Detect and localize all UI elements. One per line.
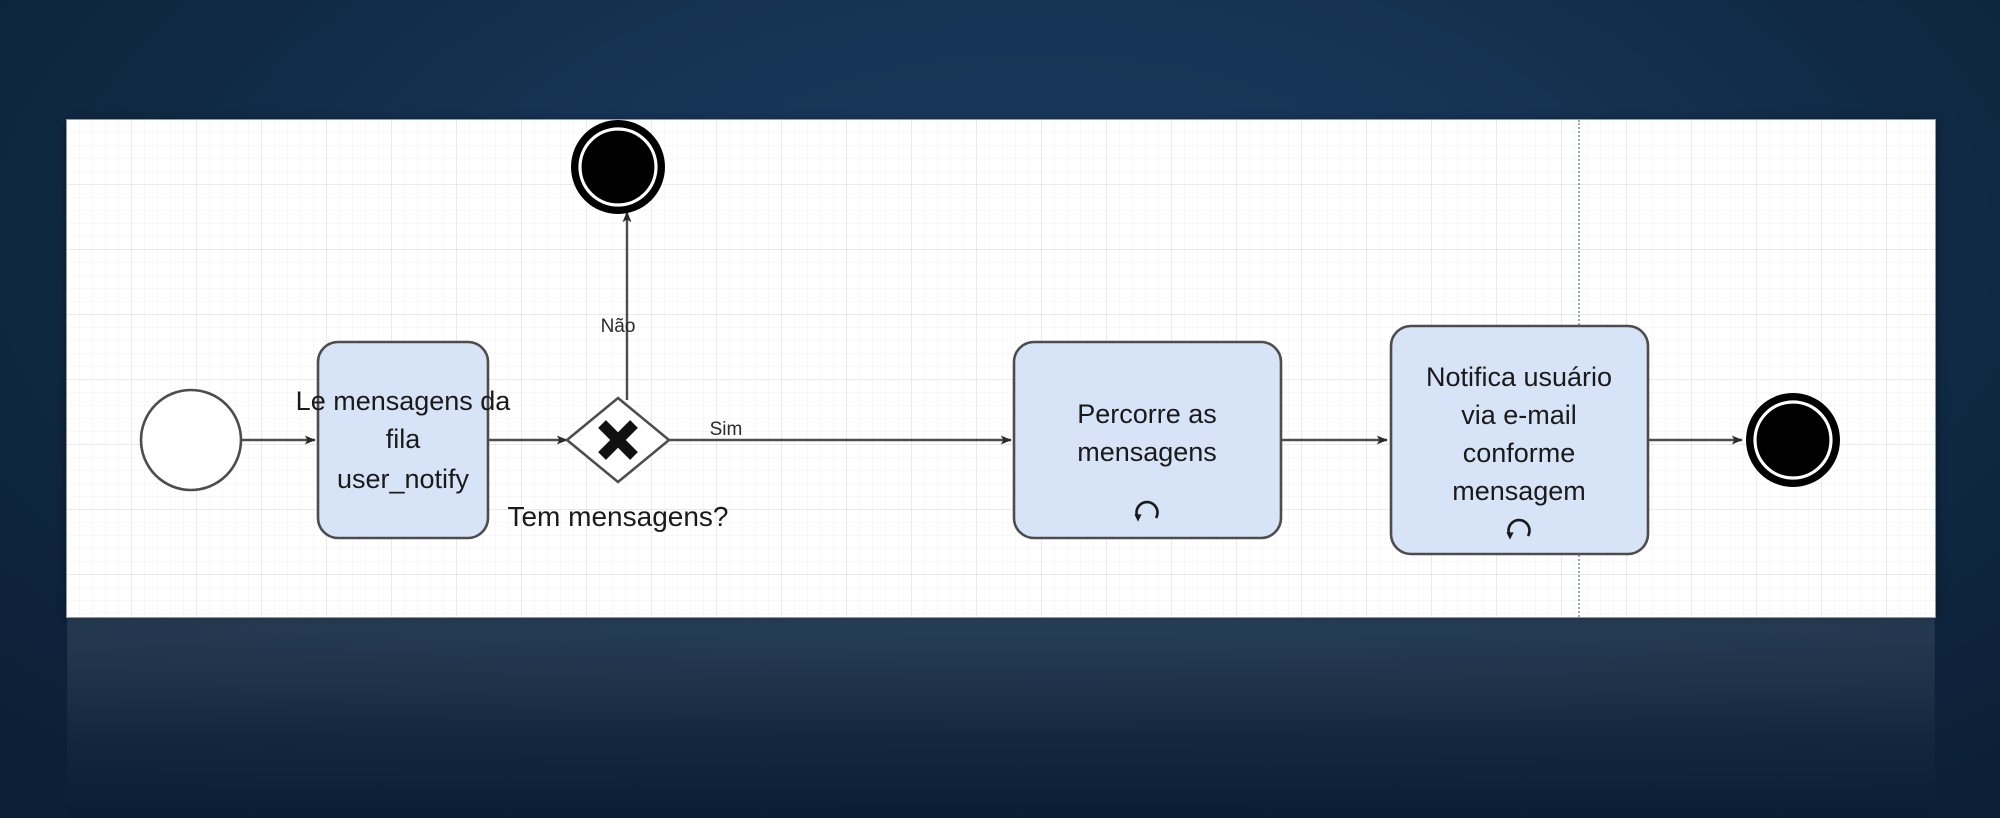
end-event-no-branch[interactable] — [571, 120, 665, 214]
edge-label-sim: Sim — [710, 419, 743, 440]
canvas-reflection: Le mensagens da fila user_notify Tem men… — [67, 618, 1935, 818]
bpmn-diagram: Le mensagens da fila user_notify Tem men… — [139, 120, 1840, 556]
diagram-canvas-container: Le mensagens da fila user_notify Tem men… — [67, 120, 1935, 617]
task-notify-user-line2: via e-mail — [1461, 400, 1577, 430]
loop-marker-icon — [1506, 518, 1531, 540]
task-notify-user[interactable]: Notifica usuário via e-mail conforme men… — [1389, 324, 1650, 556]
task-iterate-messages-line2: mensagens — [1077, 437, 1217, 467]
start-event[interactable] — [139, 388, 243, 492]
sequence-flows — [240, 211, 1743, 445]
gateway-label: Tem mensagens? — [507, 501, 728, 532]
loop-marker-icon — [1134, 500, 1159, 522]
task-read-queue[interactable]: Le mensagens da fila user_notify — [296, 340, 512, 540]
reflection-diagram: Le mensagens da fila user_notify Tem men… — [67, 618, 1935, 818]
reflection-tint-overlay — [67, 618, 1935, 818]
task-notify-user-line4: mensagem — [1452, 476, 1586, 506]
task-read-queue-line2: fila — [386, 424, 421, 454]
task-iterate-messages[interactable]: Percorre as mensagens — [1012, 340, 1283, 540]
task-notify-user-line1: Notifica usuário — [1426, 362, 1612, 392]
task-notify-user-line3: conforme — [1463, 438, 1576, 468]
task-read-queue-line3: user_notify — [337, 464, 470, 494]
edge-label-nao: Não — [601, 316, 636, 337]
task-read-queue-line1: Le mensagens da — [296, 386, 512, 416]
exclusive-gateway-x-icon — [598, 420, 638, 460]
task-iterate-messages-line1: Percorre as — [1077, 399, 1217, 429]
gateway-has-messages[interactable] — [564, 396, 672, 484]
reflection-mirror-image: Le mensagens da fila user_notify Tem men… — [67, 618, 1935, 818]
end-event-final[interactable] — [1746, 393, 1840, 487]
